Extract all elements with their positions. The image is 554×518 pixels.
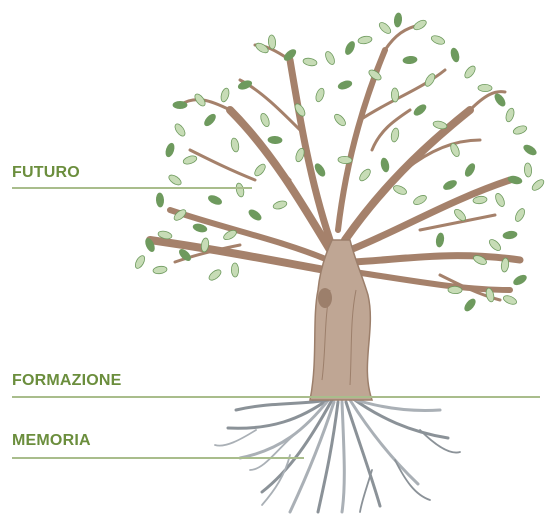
leaf-icon (380, 157, 390, 172)
branch-line (372, 110, 410, 150)
leaf-icon (231, 263, 238, 277)
label-formazione: FORMAZIONE (12, 372, 122, 390)
leaf-icon (203, 112, 218, 127)
leaf-icon (435, 233, 444, 248)
leaf-icon (478, 84, 492, 91)
leaf-icon (272, 200, 287, 211)
leaf-icon (487, 238, 502, 253)
leaf-icon (377, 21, 392, 36)
root-line (342, 402, 344, 512)
leaf-icon (268, 136, 282, 144)
leaf-icon (502, 294, 518, 306)
leaf-icon (357, 35, 372, 45)
formazione-line (12, 396, 540, 398)
leaf-icon (324, 50, 337, 66)
root-line (360, 470, 372, 512)
leaf-icon (403, 56, 418, 65)
roots-icon (215, 398, 460, 512)
leaf-icon (294, 147, 306, 163)
leaf-icon (247, 208, 263, 222)
leaf-icon (164, 142, 175, 158)
leaf-icon (344, 40, 357, 56)
leaf-icon (358, 167, 373, 182)
leaf-icon (530, 178, 545, 193)
leaf-icon (133, 254, 146, 270)
leaf-icon (450, 47, 461, 62)
leaf-icon (463, 64, 477, 79)
leaf-icon (314, 87, 325, 103)
leaf-icon (522, 143, 538, 157)
leaf-icon (512, 124, 528, 136)
leaf-icon (253, 162, 268, 177)
leaf-icon (156, 193, 164, 207)
label-futuro: FUTURO (12, 164, 80, 182)
leaf-icon (333, 112, 348, 127)
branch-line (354, 272, 510, 290)
leaf-icon (412, 103, 427, 117)
label-memoria: MEMORIA (12, 432, 91, 450)
leaf-icon (514, 207, 527, 223)
leaf-icon (423, 72, 436, 88)
branch-line (190, 150, 255, 180)
leaf-icon (173, 122, 187, 138)
leaf-icon (394, 13, 403, 28)
memoria-line (12, 457, 304, 459)
leaf-icon (207, 194, 223, 206)
leaf-icon (512, 273, 528, 286)
leaf-icon (254, 41, 270, 55)
root-line (250, 430, 300, 470)
branch-line (240, 80, 300, 130)
futuro-line (12, 187, 252, 189)
leaf-icon (235, 182, 245, 197)
leaf-icon (463, 297, 477, 312)
leaf-icon (392, 184, 408, 196)
leaf-icon (173, 101, 187, 108)
leaf-icon (494, 192, 506, 208)
root-line (215, 430, 256, 446)
leaf-icon (493, 92, 507, 108)
leaf-icon (192, 223, 207, 234)
leaf-icon (430, 34, 446, 46)
leaf-icon (153, 265, 168, 274)
leaf-icon (207, 268, 222, 282)
branch-line (350, 180, 510, 250)
leaf-icon (302, 57, 317, 67)
leaf-icon (503, 230, 518, 239)
leaf-icon (337, 79, 353, 90)
leaf-icon (524, 163, 532, 177)
leaf-icon (412, 194, 428, 207)
leaf-icon (432, 120, 447, 130)
leaf-icon (505, 107, 516, 122)
leaf-icon (230, 137, 240, 152)
branch-line (352, 256, 520, 262)
leaf-icon (220, 87, 231, 102)
leaf-icon (259, 112, 271, 128)
leaf-icon (442, 179, 458, 192)
leaf-icon (391, 88, 399, 102)
leaf-icon (412, 18, 428, 31)
leaf-icon (167, 173, 183, 187)
leaf-icon (448, 286, 462, 294)
leaf-icon (463, 162, 476, 178)
leaf-icon (390, 127, 400, 142)
leaf-icon (182, 154, 198, 165)
